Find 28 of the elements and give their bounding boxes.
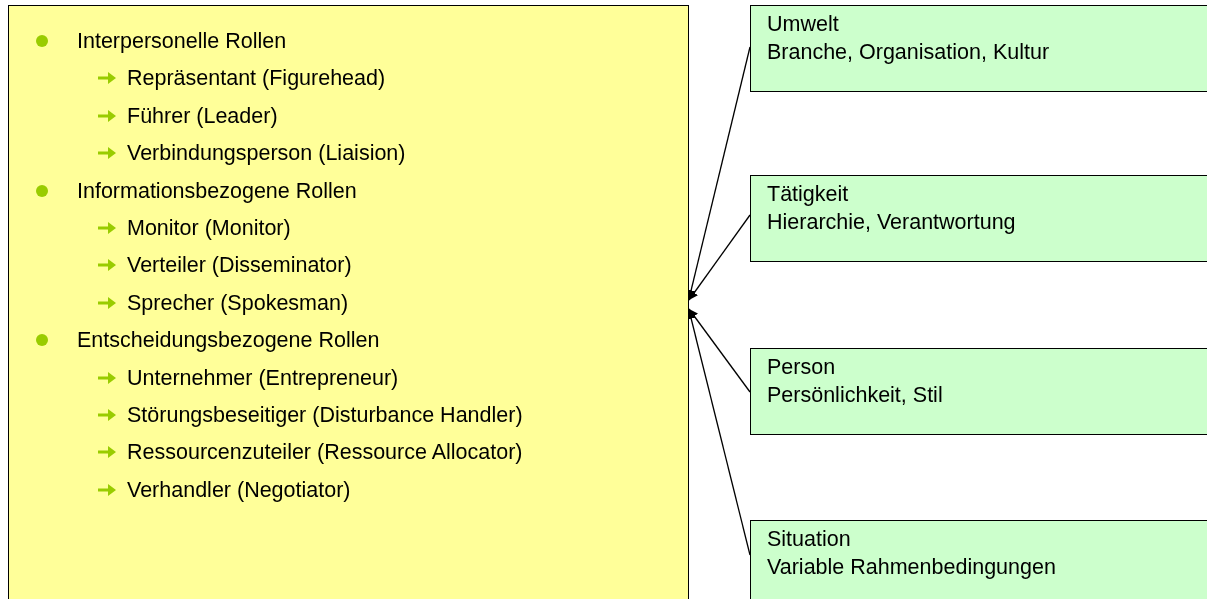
role-item: Verbindungsperson (Liaision) <box>127 140 406 168</box>
role-item: Sprecher (Spokesman) <box>127 289 349 317</box>
role-item: Verhandler (Negotiator) <box>127 476 351 504</box>
role-item: Repräsentant (Figurehead) <box>127 65 386 93</box>
arrow <box>688 308 751 393</box>
role-group-heading: Informationsbezogene Rollen <box>77 177 357 205</box>
arrow <box>688 214 751 301</box>
factor-title: Umwelt <box>767 11 840 38</box>
role-item: Verteiler (Disseminator) <box>127 252 352 280</box>
role-item: Ressourcenzuteiler (Ressource Allocator) <box>127 439 523 467</box>
factor-details: Variable Rahmenbedingungen <box>767 554 1057 581</box>
role-group-heading: Entscheidungsbezogene Rollen <box>77 327 380 355</box>
roles-box <box>8 5 689 599</box>
factor-box <box>750 175 1207 262</box>
role-item: Störungsbeseitiger (Disturbance Handler) <box>127 402 523 429</box>
role-group-heading: Interpersonelle Rollen <box>77 28 287 55</box>
role-item: Monitor (Monitor) <box>127 215 291 242</box>
factor-details: Branche, Organisation, Kultur <box>767 39 1051 66</box>
factor-title: Tätigkeit <box>767 181 850 208</box>
role-item: Führer (Leader) <box>127 102 278 130</box>
factor-box <box>750 520 1207 599</box>
factor-box <box>750 348 1207 435</box>
factor-details: Persönlichkeit, Stil <box>767 382 944 409</box>
factor-title: Situation <box>767 526 852 553</box>
factor-box <box>750 5 1207 92</box>
factor-title: Person <box>767 354 837 381</box>
factor-details: Hierarchie, Verantwortung <box>767 209 1017 236</box>
role-item: Unternehmer (Entrepreneur) <box>127 364 399 392</box>
